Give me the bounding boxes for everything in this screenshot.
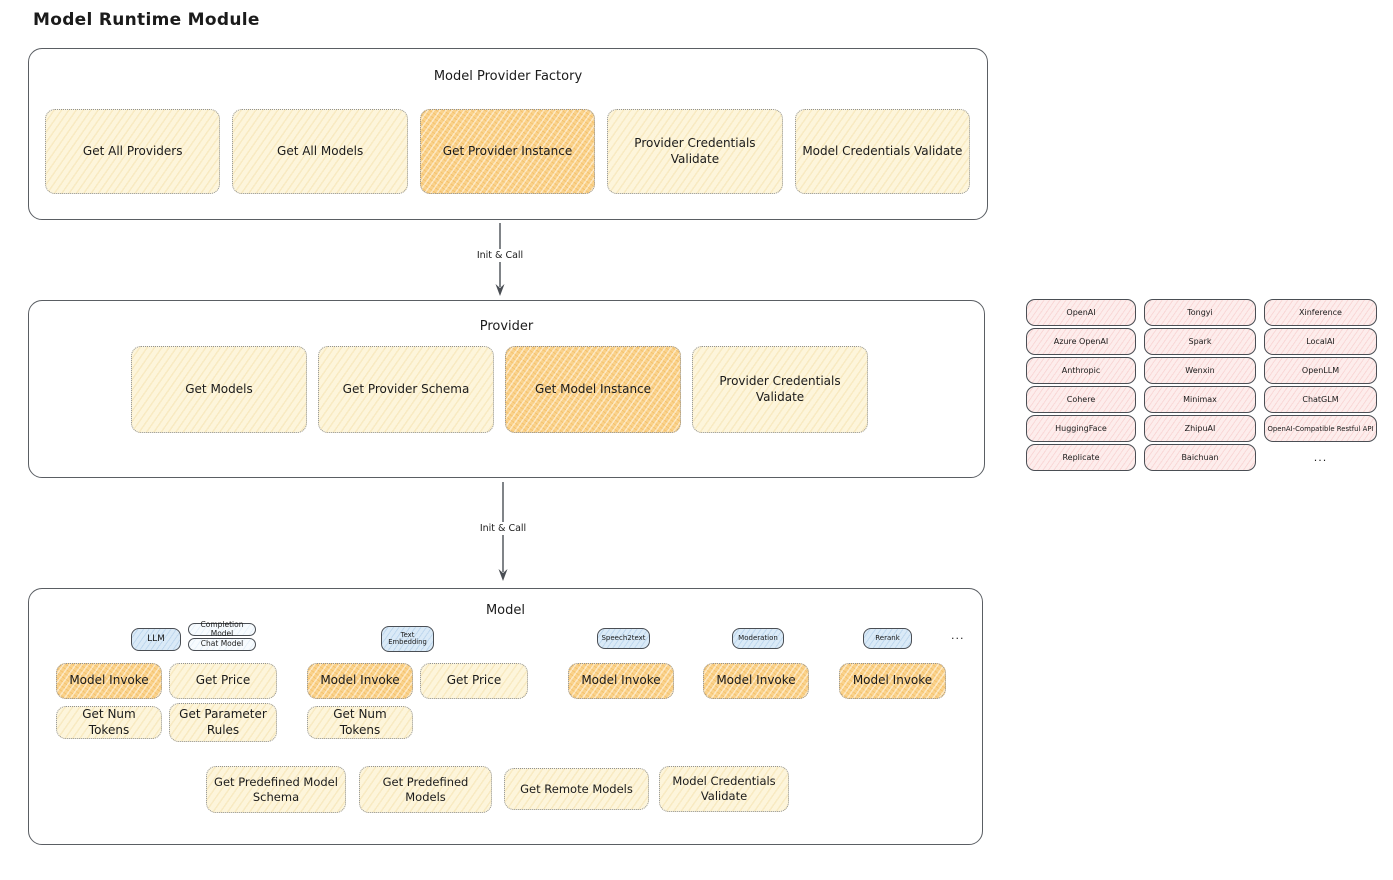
node-provider-credentials-validate: Provider Credentials Validate [607,109,783,194]
node-provider-credentials-validate-2: Provider Credentials Validate [692,346,868,433]
provider-vendors-grid: OpenAI Azure OpenAI Anthropic Cohere Hug… [1026,299,1377,471]
node-get-all-models: Get All Models [232,109,408,194]
tag-text-embedding: Text Embedding [381,626,434,652]
node-get-all-providers: Get All Providers [45,109,221,194]
vendor-baichuan: Baichuan [1144,444,1256,471]
vendor-minimax: Minimax [1144,386,1256,413]
vendor-huggingface: HuggingFace [1026,415,1136,442]
provider-buttons-row: Get Models Get Provider Schema Get Model… [131,346,868,433]
node-get-remote-models: Get Remote Models [504,768,649,810]
vendor-azure-openai: Azure OpenAI [1026,328,1136,355]
node-get-models: Get Models [131,346,307,433]
node-te-get-price: Get Price [420,663,528,699]
vendors-column-3: Xinference LocalAI OpenLLM ChatGLM OpenA… [1264,299,1377,471]
model-title: Model [485,603,526,618]
node-llm-model-invoke: Model Invoke [56,663,162,699]
node-llm-get-num-tokens: Get Num Tokens [56,706,162,739]
node-moderation-model-invoke: Model Invoke [703,663,809,699]
provider-title: Provider [479,319,534,334]
vendor-anthropic: Anthropic [1026,357,1136,384]
vendors-column-2: Tongyi Spark Wenxin Minimax ZhipuAI Baic… [1144,299,1256,471]
vendor-replicate: Replicate [1026,444,1136,471]
factory-buttons-row: Get All Providers Get All Models Get Pro… [45,109,971,194]
node-llm-get-price: Get Price [169,663,277,699]
node-get-predefined-model-schema: Get Predefined Model Schema [206,766,346,813]
tag-speech2text: Speech2text [597,628,650,649]
node-model-credentials-validate-2: Model Credentials Validate [659,766,789,812]
vendor-openllm: OpenLLM [1264,357,1377,384]
arrow-label-init-call-2: Init & Call [476,522,530,535]
vendor-openai: OpenAI [1026,299,1136,326]
node-te-model-invoke: Model Invoke [307,663,413,699]
node-rerank-model-invoke: Model Invoke [839,663,946,699]
node-get-predefined-models: Get Predefined Models [359,766,492,813]
vendor-openai-compatible: OpenAI-Compatible Restful API [1264,415,1377,442]
node-te-get-num-tokens: Get Num Tokens [307,706,413,739]
node-get-model-instance: Get Model Instance [505,346,681,433]
vendor-spark: Spark [1144,328,1256,355]
page-title: Model Runtime Module [33,10,260,30]
vendors-more-ellipsis: ... [1313,451,1328,464]
tag-chat-model: Chat Model [188,638,256,651]
vendor-chatglm: ChatGLM [1264,386,1377,413]
vendor-zhipuai: ZhipuAI [1144,415,1256,442]
vendors-column-1: OpenAI Azure OpenAI Anthropic Cohere Hug… [1026,299,1136,471]
vendor-wenxin: Wenxin [1144,357,1256,384]
tag-moderation: Moderation [732,628,784,649]
tag-completion-model: Completion Model [188,621,256,637]
arrow-label-init-call-1: Init & Call [473,249,527,262]
node-get-provider-instance: Get Provider Instance [419,109,596,194]
node-get-provider-schema: Get Provider Schema [318,346,494,433]
vendor-localai: LocalAI [1264,328,1377,355]
model-provider-factory-box: Model Provider Factory Get All Providers… [28,48,988,220]
tag-llm: LLM [131,628,181,651]
tags-more-ellipsis: ... [951,629,965,642]
vendor-xinference: Xinference [1264,299,1377,326]
node-s2t-model-invoke: Model Invoke [568,663,674,699]
model-box: Model LLM Completion Model Chat Model Te… [28,588,995,857]
vendor-cohere: Cohere [1026,386,1136,413]
node-llm-get-parameter-rules: Get Parameter Rules [169,703,277,742]
tag-rerank: Rerank [863,628,912,649]
provider-box: Provider Get Models Get Provider Schema … [28,300,997,490]
factory-title: Model Provider Factory [433,69,583,84]
vendor-tongyi: Tongyi [1144,299,1256,326]
node-model-credentials-validate: Model Credentials Validate [794,109,971,194]
